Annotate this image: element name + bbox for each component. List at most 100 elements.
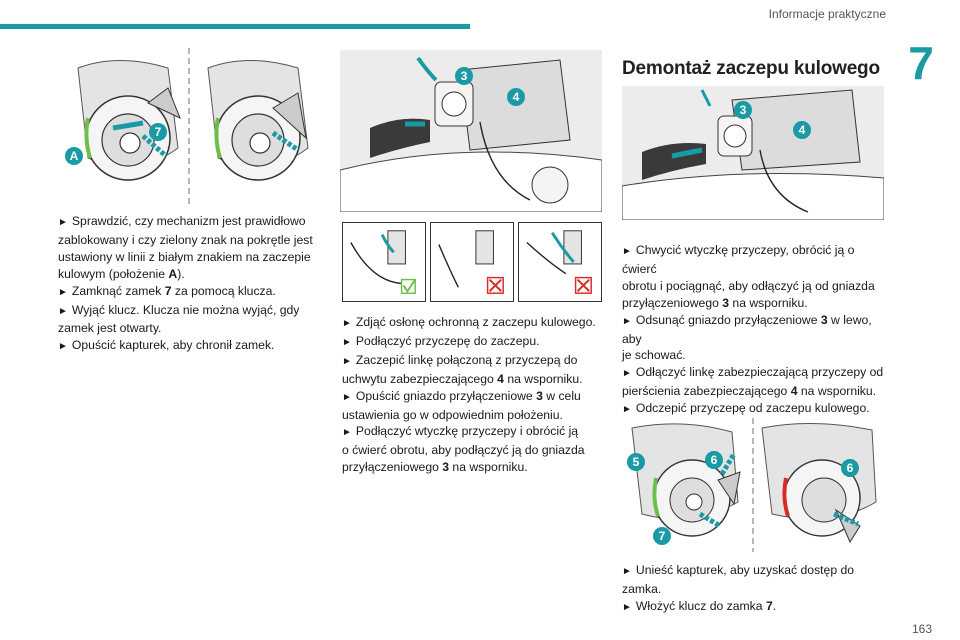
reference-number: 3	[442, 460, 450, 475]
line-text-tail: .	[772, 598, 777, 613]
col1-line: ustawiony w linii z białym znakiem na za…	[58, 249, 328, 266]
reference-number: A	[168, 266, 178, 281]
socket-connection-illustration: 3 4	[340, 50, 602, 212]
socket-removal-illustration: 3 4	[622, 86, 884, 220]
col3-line: przyłączeniowego 3 na wsporniku.	[622, 295, 892, 312]
line-text: obrotu i pociągnąć, aby odłączyć ją od g…	[622, 278, 875, 293]
label-4b: 4	[799, 123, 806, 137]
col3-line: obrotu i pociągnąć, aby odłączyć ją od g…	[622, 278, 892, 295]
header-rule	[0, 24, 470, 29]
line-text: Opuścić gniazdo przyłączeniowe	[355, 388, 537, 403]
col3-line: ►Odczepić przyczepę od zaczepu kulowego.	[622, 400, 892, 419]
label-4: 4	[513, 90, 520, 104]
col2-line: ustawienia go w odpowiednim położeniu.	[342, 407, 612, 424]
line-text: ustawiony w linii z białym znakiem na za…	[58, 249, 311, 264]
bullet-arrow-icon: ►	[58, 341, 68, 353]
cable-routing-correct-illustration	[342, 222, 426, 302]
col2-line: ►Zdjąć osłonę ochronną z zaczepu kuloweg…	[342, 314, 612, 333]
line-text: kulowym (położenie	[58, 266, 169, 281]
line-text: Zdjąć osłonę ochronną z zaczepu kulowego…	[355, 315, 596, 329]
bullet-arrow-icon: ►	[342, 336, 352, 348]
line-text: przyłączeniowego	[622, 295, 723, 310]
section-title: Demontaż zaczepu kulowego	[622, 58, 880, 79]
line-text-tail: w lewo, aby	[622, 312, 872, 346]
col2-line: uchwytu zabezpieczającego 4 na wsporniku…	[342, 371, 612, 388]
reference-number: 7	[765, 598, 773, 613]
label-5: 5	[633, 455, 640, 469]
col1-instructions: ►Sprawdzić, czy mechanizm jest prawidłow…	[58, 213, 328, 356]
line-text-tail: ).	[177, 266, 185, 281]
bullet-arrow-icon: ►	[342, 427, 352, 439]
label-3: 3	[461, 69, 468, 83]
col1-line: ►Wyjąć klucz. Klucza nie można wyjąć, gd…	[58, 302, 328, 321]
chapter-number: 7	[908, 37, 934, 89]
col1-line: ►Zamknąć zamek 7 za pomocą klucza.	[58, 283, 328, 302]
line-text: Odczepić przyczepę od zaczepu kulowego.	[635, 401, 870, 416]
bullet-arrow-icon: ►	[342, 391, 352, 403]
col3-line: pierścienia zabezpieczającego 4 na wspor…	[622, 383, 892, 400]
label-4-badge	[507, 88, 525, 106]
line-text: pierścienia zabezpieczającego	[622, 384, 791, 399]
reference-number: 3	[536, 388, 543, 403]
col3b-line: ►Włożyć klucz do zamka 7.	[622, 598, 892, 617]
line-text-tail: na wsporniku.	[449, 460, 528, 475]
line-text: Podłączyć przyczepę do zaczepu.	[355, 333, 540, 348]
col2-line: ►Podłączyć wtyczkę przyczepy i obrócić j…	[342, 423, 612, 442]
line-text: Odsunąć gniazdo przyłączeniowe	[635, 312, 821, 327]
line-text: Sprawdzić, czy mechanizm jest prawidłowo	[71, 214, 306, 228]
col2-line: przyłączeniowego 3 na wsporniku.	[342, 459, 612, 476]
col2-line: ►Zaczepić linkę połączoną z przyczepą do	[342, 352, 612, 371]
line-text: Unieść kapturek, aby uzyskać dostęp do z…	[622, 563, 855, 596]
label-7b: 7	[659, 529, 666, 543]
col3-line: ►Odsunąć gniazdo przyłączeniowe 3 w lewo…	[622, 312, 892, 348]
label-a-badge	[65, 147, 83, 165]
line-text: Wyjąć klucz. Klucza nie można wyjąć, gdy	[71, 302, 300, 317]
line-text-tail: w celu	[542, 388, 581, 403]
cable-routing-wrong-illustration-1	[430, 222, 514, 302]
bullet-arrow-icon: ►	[622, 404, 632, 416]
label-3-badge	[455, 67, 473, 85]
line-text-tail: na wsporniku.	[503, 371, 583, 386]
col3-instructions-2: ► Unieść kapturek, aby uzyskać dostęp do …	[622, 562, 892, 617]
bullet-arrow-icon: ►	[622, 246, 632, 257]
reference-number: 4	[790, 384, 798, 399]
col1-line: kulowym (położenie A).	[58, 266, 328, 283]
col2-line: ►Podłączyć przyczepę do zaczepu.	[342, 333, 612, 352]
bullet-arrow-icon: ►	[58, 217, 68, 228]
col2-line: ►Opuścić gniazdo przyłączeniowe 3 w celu	[342, 388, 612, 407]
page-number: 163	[911, 622, 932, 636]
line-text-tail: za pomocą klucza.	[171, 283, 276, 298]
bullet-arrow-icon: ►	[58, 286, 68, 298]
reference-number: 4	[497, 371, 504, 386]
label-6b: 6	[847, 461, 854, 475]
label-3b: 3	[740, 103, 747, 117]
label-6-badge	[705, 451, 723, 469]
line-text: ustawienia go w odpowiednim położeniu.	[342, 407, 563, 422]
reference-number: 7	[164, 283, 172, 298]
label-7b-badge	[653, 527, 671, 545]
line-text: uchwytu zabezpieczającego	[342, 371, 498, 386]
bullet-arrow-icon: ►	[58, 305, 68, 317]
line-text: o ćwierć obrotu, aby podłączyć ją do gni…	[342, 443, 585, 458]
col3-line: je schować.	[622, 347, 892, 364]
bullet-arrow-icon: ►	[342, 355, 352, 367]
label-5-badge	[627, 453, 645, 471]
col1-line: ►Opuścić kapturek, aby chronił zamek.	[58, 337, 328, 356]
col2-instructions: ►Zdjąć osłonę ochronną z zaczepu kuloweg…	[342, 314, 612, 476]
reference-number: 3	[820, 312, 828, 327]
bullet-arrow-icon: ►	[342, 318, 352, 329]
label-4b-badge	[793, 121, 811, 139]
running-header: Informacje praktyczne	[768, 7, 886, 21]
label-a: A	[70, 149, 79, 163]
label-7: 7	[155, 125, 162, 139]
line-text-tail: na wsporniku.	[729, 295, 808, 310]
lock-opening-illustration: 5 6 7 6	[622, 418, 884, 552]
line-text-tail: na wsporniku.	[797, 384, 877, 399]
line-text: Opuścić kapturek, aby chronił zamek.	[71, 338, 275, 353]
line-text: Chwycić wtyczkę przyczepy, obrócić ją o …	[622, 243, 855, 276]
bullet-arrow-icon: ►	[622, 368, 632, 380]
line-text: je schować.	[622, 348, 686, 363]
line-text: Zaczepić linkę połączoną z przyczepą do	[355, 352, 578, 367]
col2-line: o ćwierć obrotu, aby podłączyć ją do gni…	[342, 442, 612, 459]
bullet-arrow-icon: ►	[622, 601, 632, 613]
